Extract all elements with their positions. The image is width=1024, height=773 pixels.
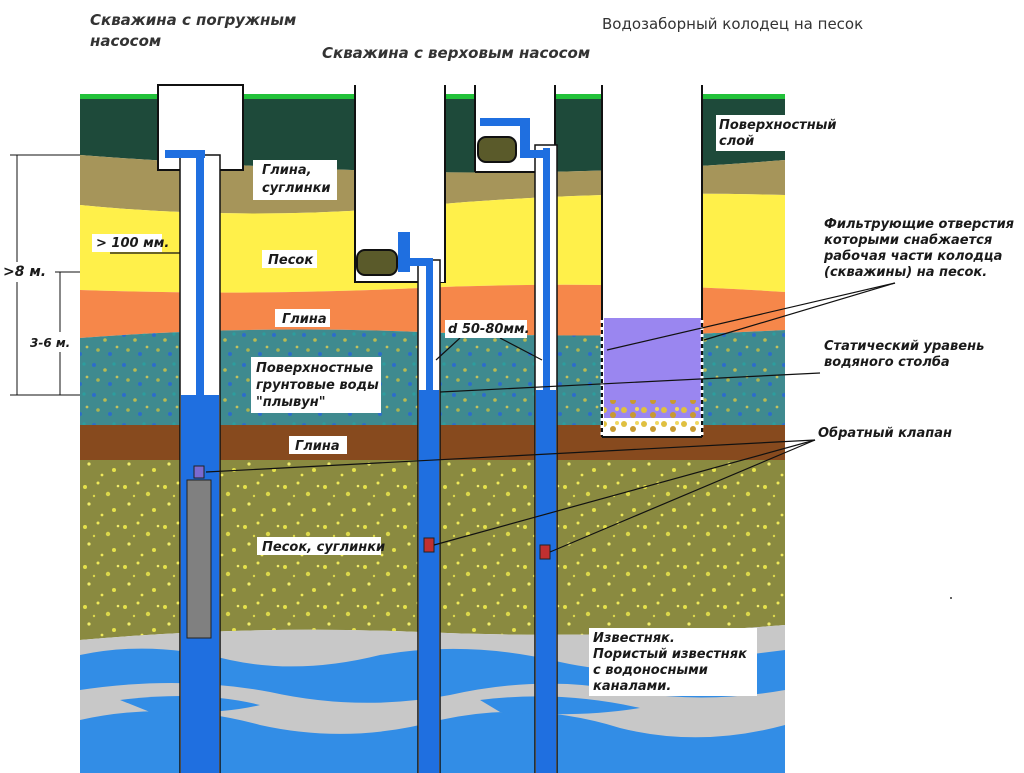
surface-layer-line2: слой [719,134,754,149]
surface-pump-1 [356,249,398,276]
diameter-inner-label: d 50-80мм. [448,322,530,337]
label-backgrounds [92,115,846,696]
submersible-pump [186,479,212,639]
check-valve-3 [539,544,551,560]
title-submersible-line1: Скважина с погружным [90,11,296,29]
title-submersible-line2: насосом [90,32,161,50]
groundwater-line1: Поверхностные [256,361,373,376]
sand-loam-label: Песок, суглинки [262,540,385,555]
dimension-lines [10,154,80,396]
static-level-line1: Статический уравень [824,339,984,354]
depth-range-label: 3-6 м. [30,336,70,350]
limestone-line4: каналами. [593,679,671,694]
surface-pump-well [354,85,446,773]
surface-layer-line1: Поверхностный [719,118,837,133]
leader-lines [110,252,896,553]
check-valve-2 [423,537,435,553]
clay-loam-line1: Глина, [262,163,312,178]
groundwater-line3: "плывун" [256,395,326,410]
clay-loam-line2: суглинки [262,181,331,196]
clay-label-2: Глина [295,439,340,454]
diameter-outer-label: > 100 мм. [96,236,169,251]
submersible-well [157,84,244,773]
limestone-line2: Пористый известняк [593,647,748,662]
groundwater-line2: грунтовые воды [256,378,379,393]
surface-pump-2 [477,136,517,163]
sand-label: Песок [268,253,314,268]
title-sand-well: Водозаборный колодец на песок [602,15,863,33]
clay-label-1: Глина [282,312,327,327]
filter-holes-line2: которыми снабжается [824,233,992,248]
surface-pump-well-2 [474,85,558,773]
depth-total-label: >8 м. [3,264,46,280]
filter-holes-line3: рабочая части колодца [823,249,1002,264]
static-level-line2: водяного столба [824,355,950,370]
title-surface-pump: Скважина с верховым насосом [322,44,590,62]
filter-holes-line4: (скважины) на песок. [824,265,987,280]
limestone-line1: Известняк. [593,631,675,646]
sand-well [600,85,704,438]
check-valve-label: Обратный клапан [818,426,952,441]
filter-holes-line1: Фильтрующие отверстия [824,217,1014,232]
stray-dot [950,597,952,599]
limestone-line3: с водоносными [593,663,708,678]
check-valve-1 [193,465,205,479]
